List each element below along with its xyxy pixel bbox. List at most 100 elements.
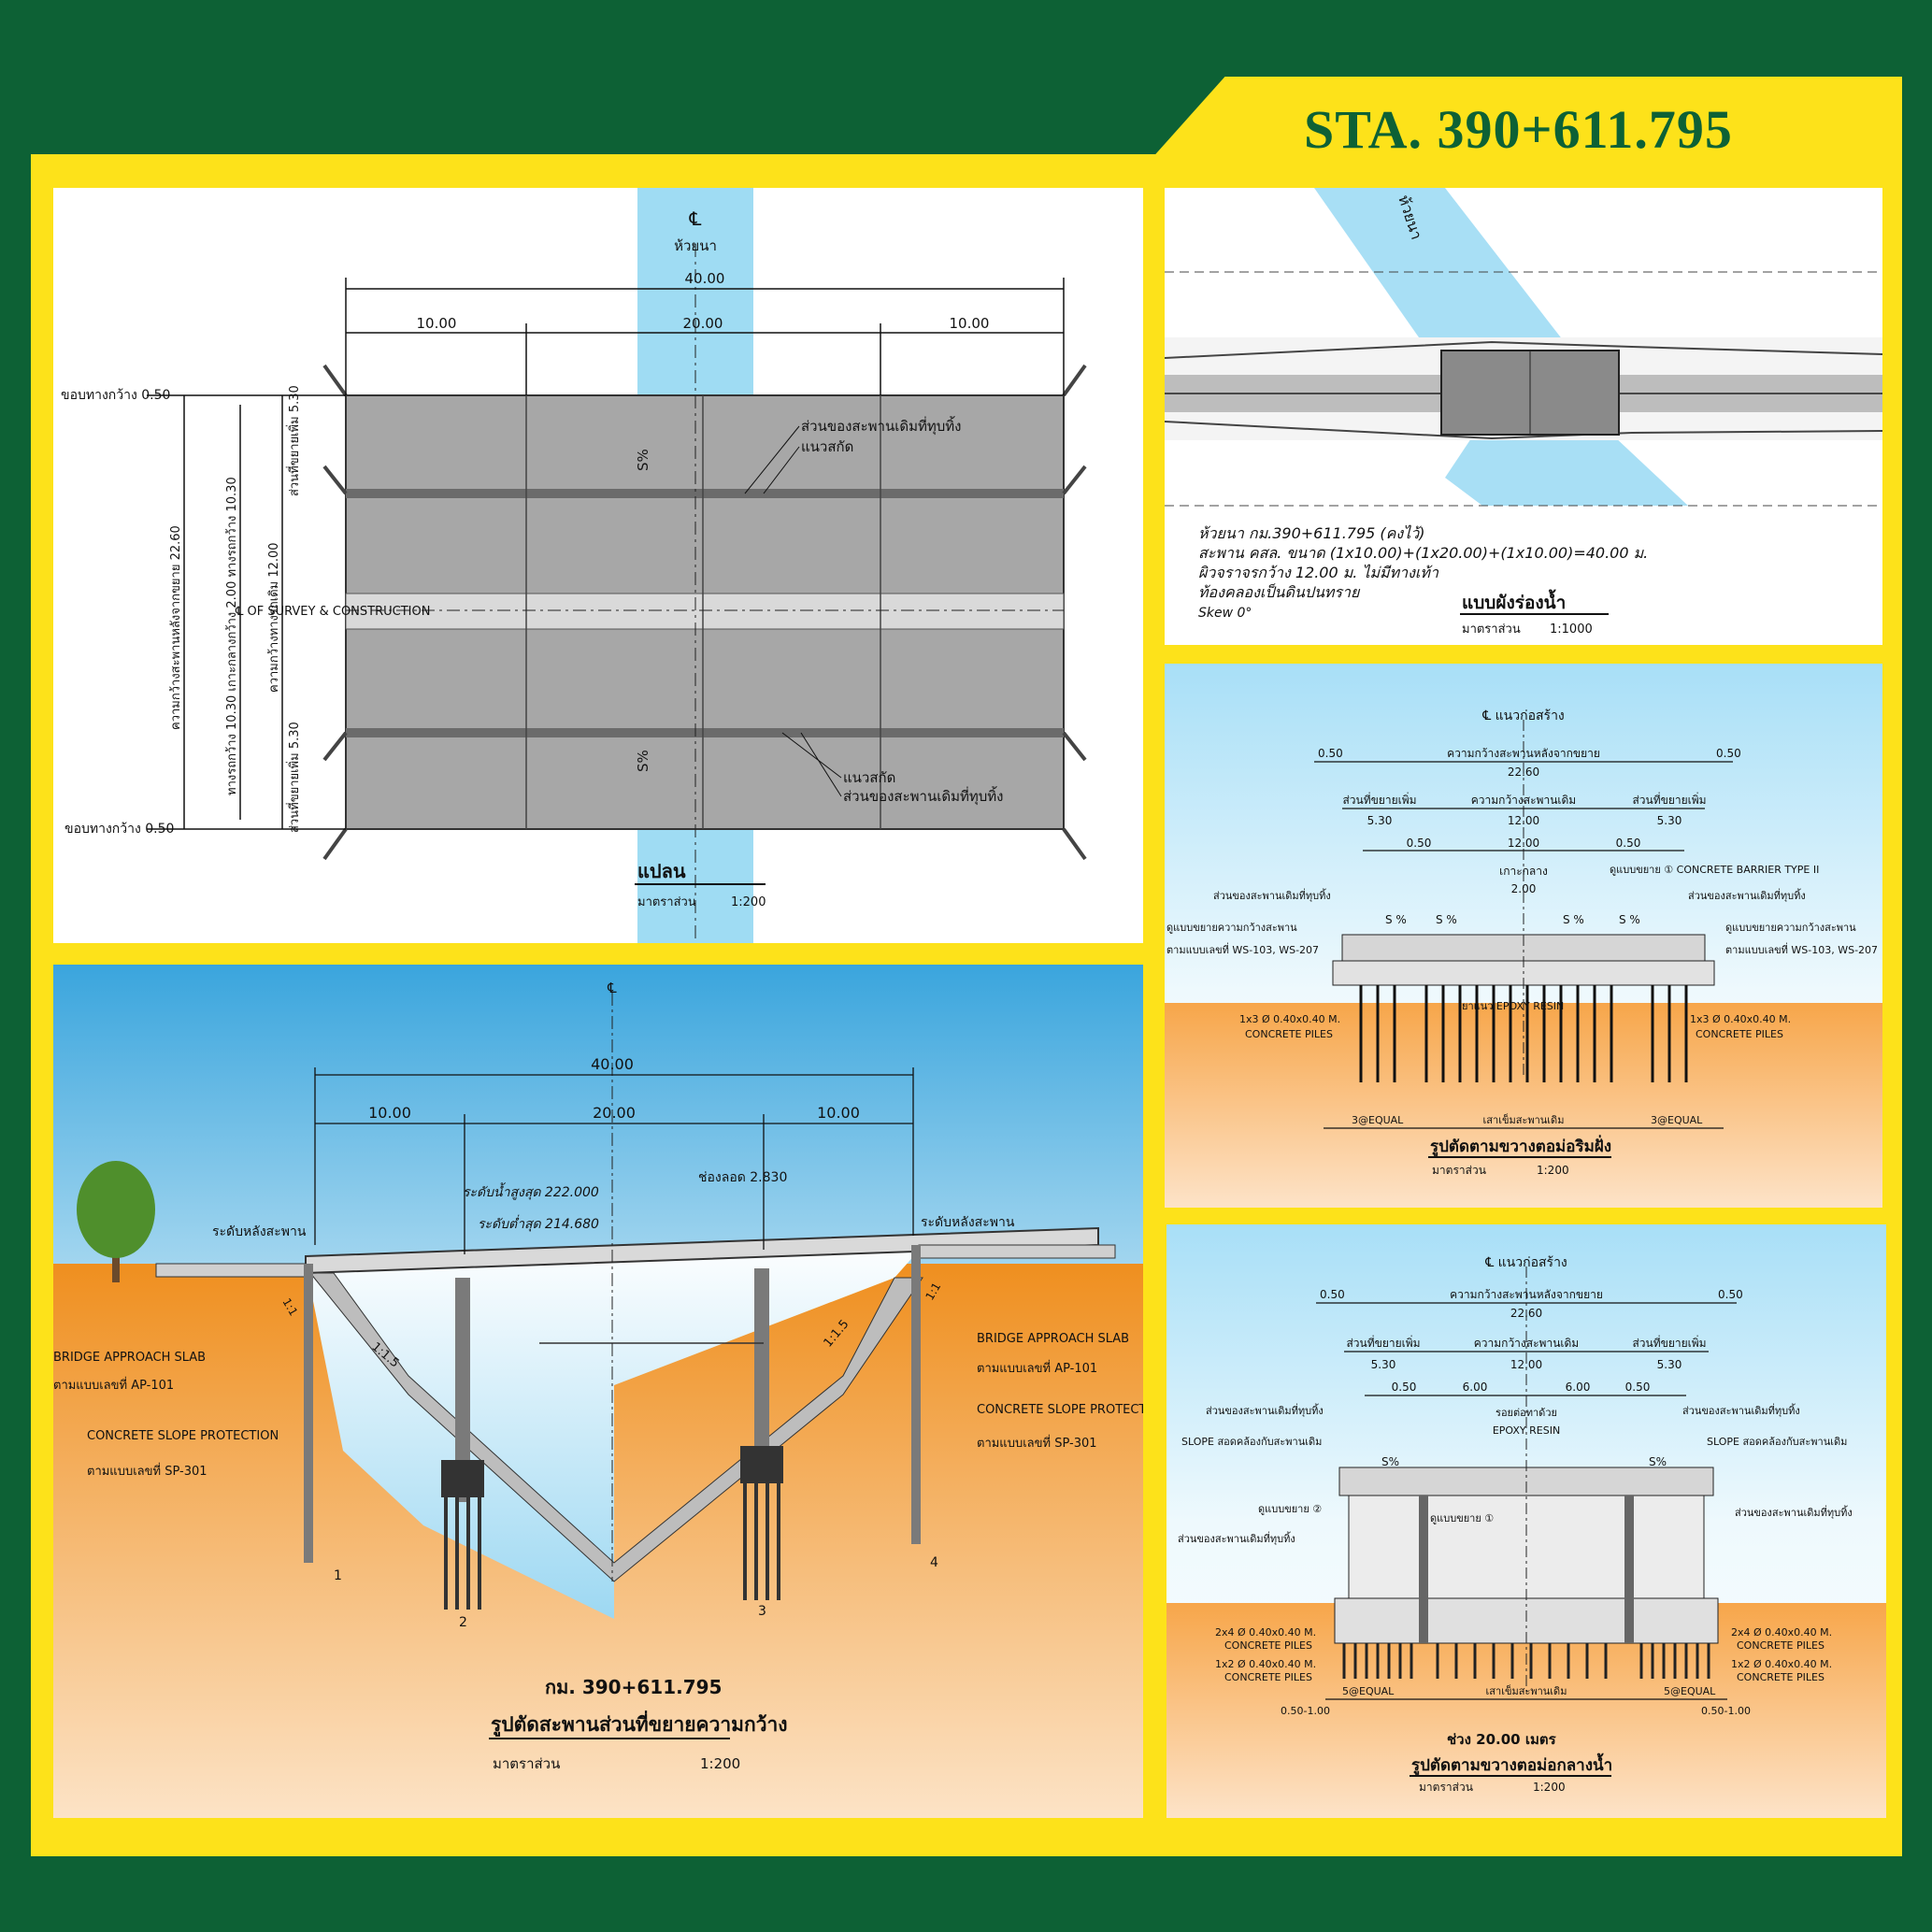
abut-edge-right: 0.50 xyxy=(1716,747,1741,760)
pier-piles-b-right-2: CONCRETE PILES xyxy=(1737,1671,1825,1683)
section-low-bed: ระดับต่ำสุด 214.680 xyxy=(478,1214,599,1232)
section-pier-2: 2 xyxy=(459,1615,467,1630)
abut-piles-left-2: CONCRETE PILES xyxy=(1245,1028,1333,1040)
abut-epoxy: ยาแนว EPOXY RESIN xyxy=(1462,1000,1564,1012)
location-line-3: ผิวจราจรกว้าง 12.00 ม. ไม่มีทางเท้า xyxy=(1198,564,1439,581)
cut-line-top xyxy=(346,489,1064,498)
abut-inner-mid: 12.00 xyxy=(1508,837,1539,850)
section-span-2: 20.00 xyxy=(593,1104,636,1122)
abut-widen-label-left: ส่วนที่ขยายเพิ่ม xyxy=(1342,792,1416,807)
abut-existing: 12.00 xyxy=(1508,814,1539,827)
pier-demolish-left: ส่วนของสะพานเดิมที่ทุบทิ้ง xyxy=(1206,1403,1324,1417)
abut-scale: 1:200 xyxy=(1537,1164,1569,1177)
plan-slope-top: S% xyxy=(635,449,651,471)
abut-slope-1: S % xyxy=(1385,913,1407,926)
pier-scale-label: มาตราส่วน xyxy=(1419,1781,1473,1794)
section-scale: 1:200 xyxy=(700,1755,740,1772)
abut-equal-left: 3@EQUAL xyxy=(1352,1114,1404,1126)
abut-slope-2: S % xyxy=(1436,913,1457,926)
section-approach-left-2: ตามแบบเลขที่ AP-101 xyxy=(53,1377,174,1393)
section-pier-1: 1 xyxy=(334,1568,342,1583)
pier-scale: 1:200 xyxy=(1533,1781,1566,1794)
location-panel: ห้วยนา ห้วยนา กม.390+611.795 (คงไว้) สะพ… xyxy=(1165,188,1882,645)
section-cl: ℄ xyxy=(607,980,617,996)
location-scale-label: มาตราส่วน xyxy=(1462,623,1521,637)
pier-edge-right: 0.50 xyxy=(1718,1288,1743,1301)
pier-detail-2: ดูแบบขยาย ② xyxy=(1258,1503,1322,1515)
plan-edge-bottom: ขอบทางกว้าง 0.50 xyxy=(64,822,174,837)
pier-inner-right: 0.50 xyxy=(1625,1381,1651,1394)
section-pier-4: 4 xyxy=(930,1555,938,1570)
pier-equal-left: 5@EQUAL xyxy=(1342,1685,1395,1697)
plan-span-3: 10.00 xyxy=(950,315,990,332)
plan-span-1: 10.00 xyxy=(417,315,457,332)
section-high-water: ระดับน้ำสูงสุด 222.000 xyxy=(463,1182,599,1200)
plan-cut-bottom: แนวสกัด xyxy=(843,769,895,786)
pier-range-right: 0.50-1.00 xyxy=(1701,1705,1751,1717)
plan-demolish-top: ส่วนของสะพานเดิมที่ทุบทิ้ง xyxy=(801,416,961,436)
plan-v-widen-bottom: ส่วนที่ขยายเพิ่ม 5.30 xyxy=(286,722,302,833)
abut-widen-label-right: ส่วนที่ขยายเพิ่ม xyxy=(1632,792,1706,807)
section-protect-left-1: CONCRETE SLOPE PROTECTION xyxy=(87,1429,279,1443)
location-scale: 1:1000 xyxy=(1550,623,1593,637)
pier-slope-left: SLOPE สอดคล้องกับสะพานเดิม xyxy=(1181,1436,1322,1448)
pier-existing: 12.00 xyxy=(1510,1358,1542,1371)
plan-caption: แปลน xyxy=(637,860,686,882)
abut-inner-left: 0.50 xyxy=(1407,837,1432,850)
abut-detail-right-1: ดูแบบขยายความกว้างสะพาน xyxy=(1725,922,1856,934)
abut-piles-right-1: 1x3 Ø 0.40x0.40 M. xyxy=(1690,1013,1791,1025)
pier-span: ช่วง 20.00 เมตร xyxy=(1447,1731,1557,1748)
pier-piles-b-left-2: CONCRETE PILES xyxy=(1224,1671,1312,1683)
abut-detail-left-1: ดูแบบขยายความกว้างสะพาน xyxy=(1166,922,1297,934)
plan-demolish-bottom: ส่วนของสะพานเดิมที่ทุบทิ้ง xyxy=(843,786,1003,806)
pier-3 xyxy=(754,1268,769,1465)
pier-half-left: 6.00 xyxy=(1463,1381,1488,1394)
plan-v-total: ความกว้างสะพานหลังจากขยาย 22.60 xyxy=(169,525,183,730)
pier-widen-right: 5.30 xyxy=(1657,1358,1682,1371)
plan-v-lanes: ทางรถกว้าง 10.30 เกาะกลางกว้าง 2.00 ทางร… xyxy=(225,477,239,795)
location-caption: แบบผังร่องน้ำ xyxy=(1462,589,1566,613)
pier-cl: ℄ แนวก่อสร้าง xyxy=(1484,1255,1567,1270)
section-protect-right-2: ตามแบบเลขที่ SP-301 xyxy=(977,1435,1097,1451)
abut-detail-right-2: ตามแบบเลขที่ WS-103, WS-207 xyxy=(1725,942,1878,956)
location-drawing: ห้วยนา ห้วยนา กม.390+611.795 (คงไว้) สะพ… xyxy=(1165,188,1882,637)
abut-piles-right-2: CONCRETE PILES xyxy=(1696,1028,1783,1040)
plan-stream-cl: ℄ xyxy=(689,208,702,230)
section-span-1: 10.00 xyxy=(368,1104,411,1122)
pier-panel: ℄ แนวก่อสร้าง 0.50 0.50 ความกว้างสะพานหล… xyxy=(1166,1224,1886,1818)
pier-total-label: ความกว้างสะพานหลังจากขยาย xyxy=(1450,1288,1603,1301)
pier-demolish-left-2: ส่วนของสะพานเดิมที่ทุบทิ้ง xyxy=(1178,1531,1295,1545)
pier-piles-a-left-2: CONCRETE PILES xyxy=(1224,1639,1312,1652)
abut-equal-right: 3@EQUAL xyxy=(1651,1114,1703,1126)
abut-total: 22.60 xyxy=(1508,766,1539,779)
slope-protection xyxy=(308,1272,923,1582)
pier-existing-label: ความกว้างสะพานเดิม xyxy=(1474,1337,1579,1350)
section-caption: รูปตัดสะพานส่วนที่ขยายความกว้าง xyxy=(491,1710,788,1738)
plan-v-existing: ความกว้างทางรถเดิม 12.00 xyxy=(267,542,281,693)
location-line-5: Skew 0° xyxy=(1198,606,1252,621)
pier-s-left: S% xyxy=(1381,1455,1399,1468)
plan-slope-bottom: S% xyxy=(635,750,651,772)
abut-edge-left: 0.50 xyxy=(1318,747,1343,760)
pier-s-right: S% xyxy=(1649,1455,1667,1468)
abut-existing-label: ความกว้างสะพานเดิม xyxy=(1471,794,1576,807)
abut-cl: ℄ แนวก่อสร้าง xyxy=(1481,708,1565,723)
section-drawing: ℄ 40.00 10.00 20.00 10.00 ระดับน้ำสูงสุด… xyxy=(53,980,1143,1818)
location-line-4: ท้องคลองเป็นดินปนทราย xyxy=(1198,583,1361,601)
abut-inner-right: 0.50 xyxy=(1616,837,1641,850)
abut-widen-right: 5.30 xyxy=(1657,814,1682,827)
section-protect-right-1: CONCRETE SLOPE PROTECTION xyxy=(977,1403,1143,1417)
abut-slope-3: S % xyxy=(1563,913,1584,926)
station-title: STA. 390+611.795 xyxy=(1304,99,1733,160)
pier-piles-b-right-1: 1x2 Ø 0.40x0.40 M. xyxy=(1731,1658,1832,1670)
pier-1 xyxy=(304,1264,313,1563)
pier-range-left: 0.50-1.00 xyxy=(1281,1705,1330,1717)
abut-median: 2.00 xyxy=(1511,882,1537,895)
approach-left xyxy=(155,1263,307,1278)
section-approach-right-2: ตามแบบเลขที่ AP-101 xyxy=(977,1360,1097,1376)
pier-inner-left: 0.50 xyxy=(1392,1381,1417,1394)
abut-widen-left: 5.30 xyxy=(1367,814,1393,827)
pier-joint: รอยต่อทาด้วย xyxy=(1496,1407,1557,1419)
plan-edge-top: ขอบทางกว้าง 0.50 xyxy=(61,388,170,403)
tree xyxy=(77,1161,155,1258)
